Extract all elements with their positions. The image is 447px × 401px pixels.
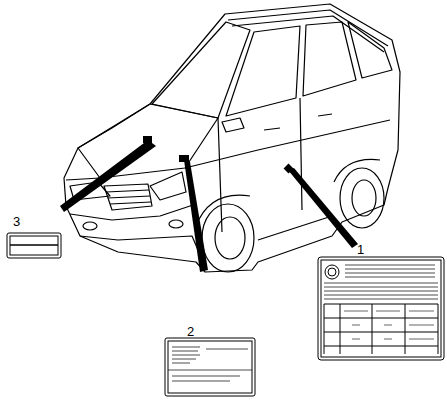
leader-wedge [60, 140, 156, 212]
grille-bar [106, 190, 151, 204]
hood-line [66, 178, 100, 180]
sill [258, 216, 332, 240]
leader-wedge [288, 168, 358, 248]
sticker-line [344, 311, 434, 339]
leader-wedge [60, 140, 358, 272]
body-outline [64, 4, 400, 272]
label-spot [179, 155, 189, 162]
leader-wedge [184, 160, 208, 272]
windshield [152, 22, 250, 118]
headlight [150, 172, 186, 200]
front-wheel [202, 204, 254, 272]
sticker-outline [7, 233, 61, 258]
sticker-line [10, 244, 58, 246]
side-window [303, 22, 356, 96]
sticker-inner [321, 260, 441, 357]
sticker-1 [318, 257, 444, 360]
sticker-outline [318, 257, 444, 360]
grille [104, 184, 152, 210]
sticker-3 [7, 233, 61, 258]
mirror [222, 118, 244, 132]
fog-lamp [83, 222, 97, 230]
label-spot [143, 136, 152, 143]
callout-number: 3 [13, 215, 20, 228]
roof-rail [228, 10, 388, 46]
callout-number: 2 [187, 325, 194, 338]
sticker-line [324, 265, 438, 299]
sticker-2 [165, 338, 255, 396]
wheel-arch [196, 159, 380, 226]
label-spot [284, 164, 294, 174]
bumper [70, 204, 198, 250]
door-handle [264, 114, 332, 130]
sticker-inner [10, 236, 58, 255]
sticker-grid [324, 304, 438, 354]
hood [78, 104, 218, 178]
rear-wheel-rim [352, 180, 376, 216]
callout-number: 1 [357, 243, 364, 256]
side-window [226, 26, 300, 116]
sticker-seal [325, 265, 339, 279]
side-window [348, 22, 392, 78]
roof-rail [232, 16, 384, 52]
suv-body [64, 4, 400, 272]
sticker-inner [168, 341, 252, 393]
sticker-line [168, 347, 252, 381]
sticker-outline [165, 338, 255, 396]
rear-wheel [340, 168, 384, 228]
fog-lamp [169, 220, 183, 228]
sticker-seal [328, 268, 336, 276]
door-line [185, 98, 390, 232]
front-wheel-rim [215, 217, 245, 259]
